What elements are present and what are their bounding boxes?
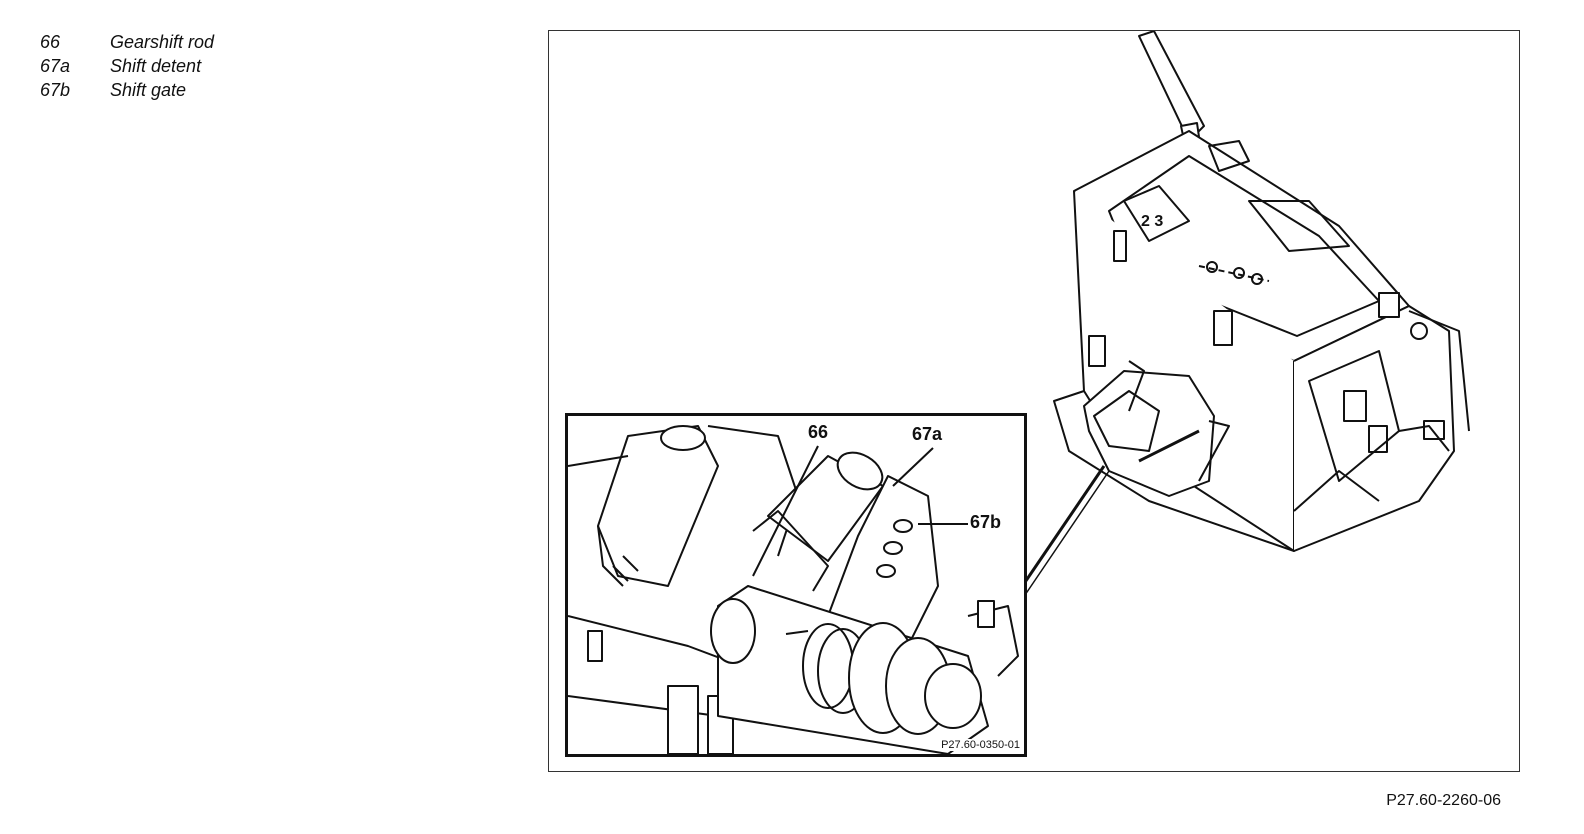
legend-label: Shift gate	[110, 80, 187, 100]
legend-item: 67b Shift gate	[40, 78, 214, 102]
legend-number: 67b	[40, 80, 71, 100]
detent-detail-drawing	[568, 425, 1019, 754]
svg-text:2 3: 2 3	[1141, 213, 1163, 230]
legend-item: 67a Shift detent	[40, 54, 214, 78]
detail-inset: 66 67a 67b P27.60-0350-01	[565, 413, 1027, 757]
legend-item: 66 Gearshift rod	[40, 30, 214, 54]
legend-number: 66	[40, 32, 61, 52]
inset-figure-code: P27.60-0350-01	[941, 739, 1020, 751]
callout-67b: 67b	[970, 512, 1002, 532]
shifter-housing-drawing: 2 3	[1017, 31, 1470, 596]
callout-66: 66	[808, 422, 829, 442]
figure-code: P27.60-2260-06	[1386, 792, 1501, 809]
legend: 66 Gearshift rod 67a Shift detent 67b Sh…	[40, 30, 214, 102]
callout-67a: 67a	[912, 424, 943, 444]
legend-label: Shift detent	[110, 56, 202, 76]
diagram-frame: 2 3	[548, 30, 1520, 772]
legend-label: Gearshift rod	[110, 32, 215, 52]
legend-number: 67a	[40, 56, 71, 76]
